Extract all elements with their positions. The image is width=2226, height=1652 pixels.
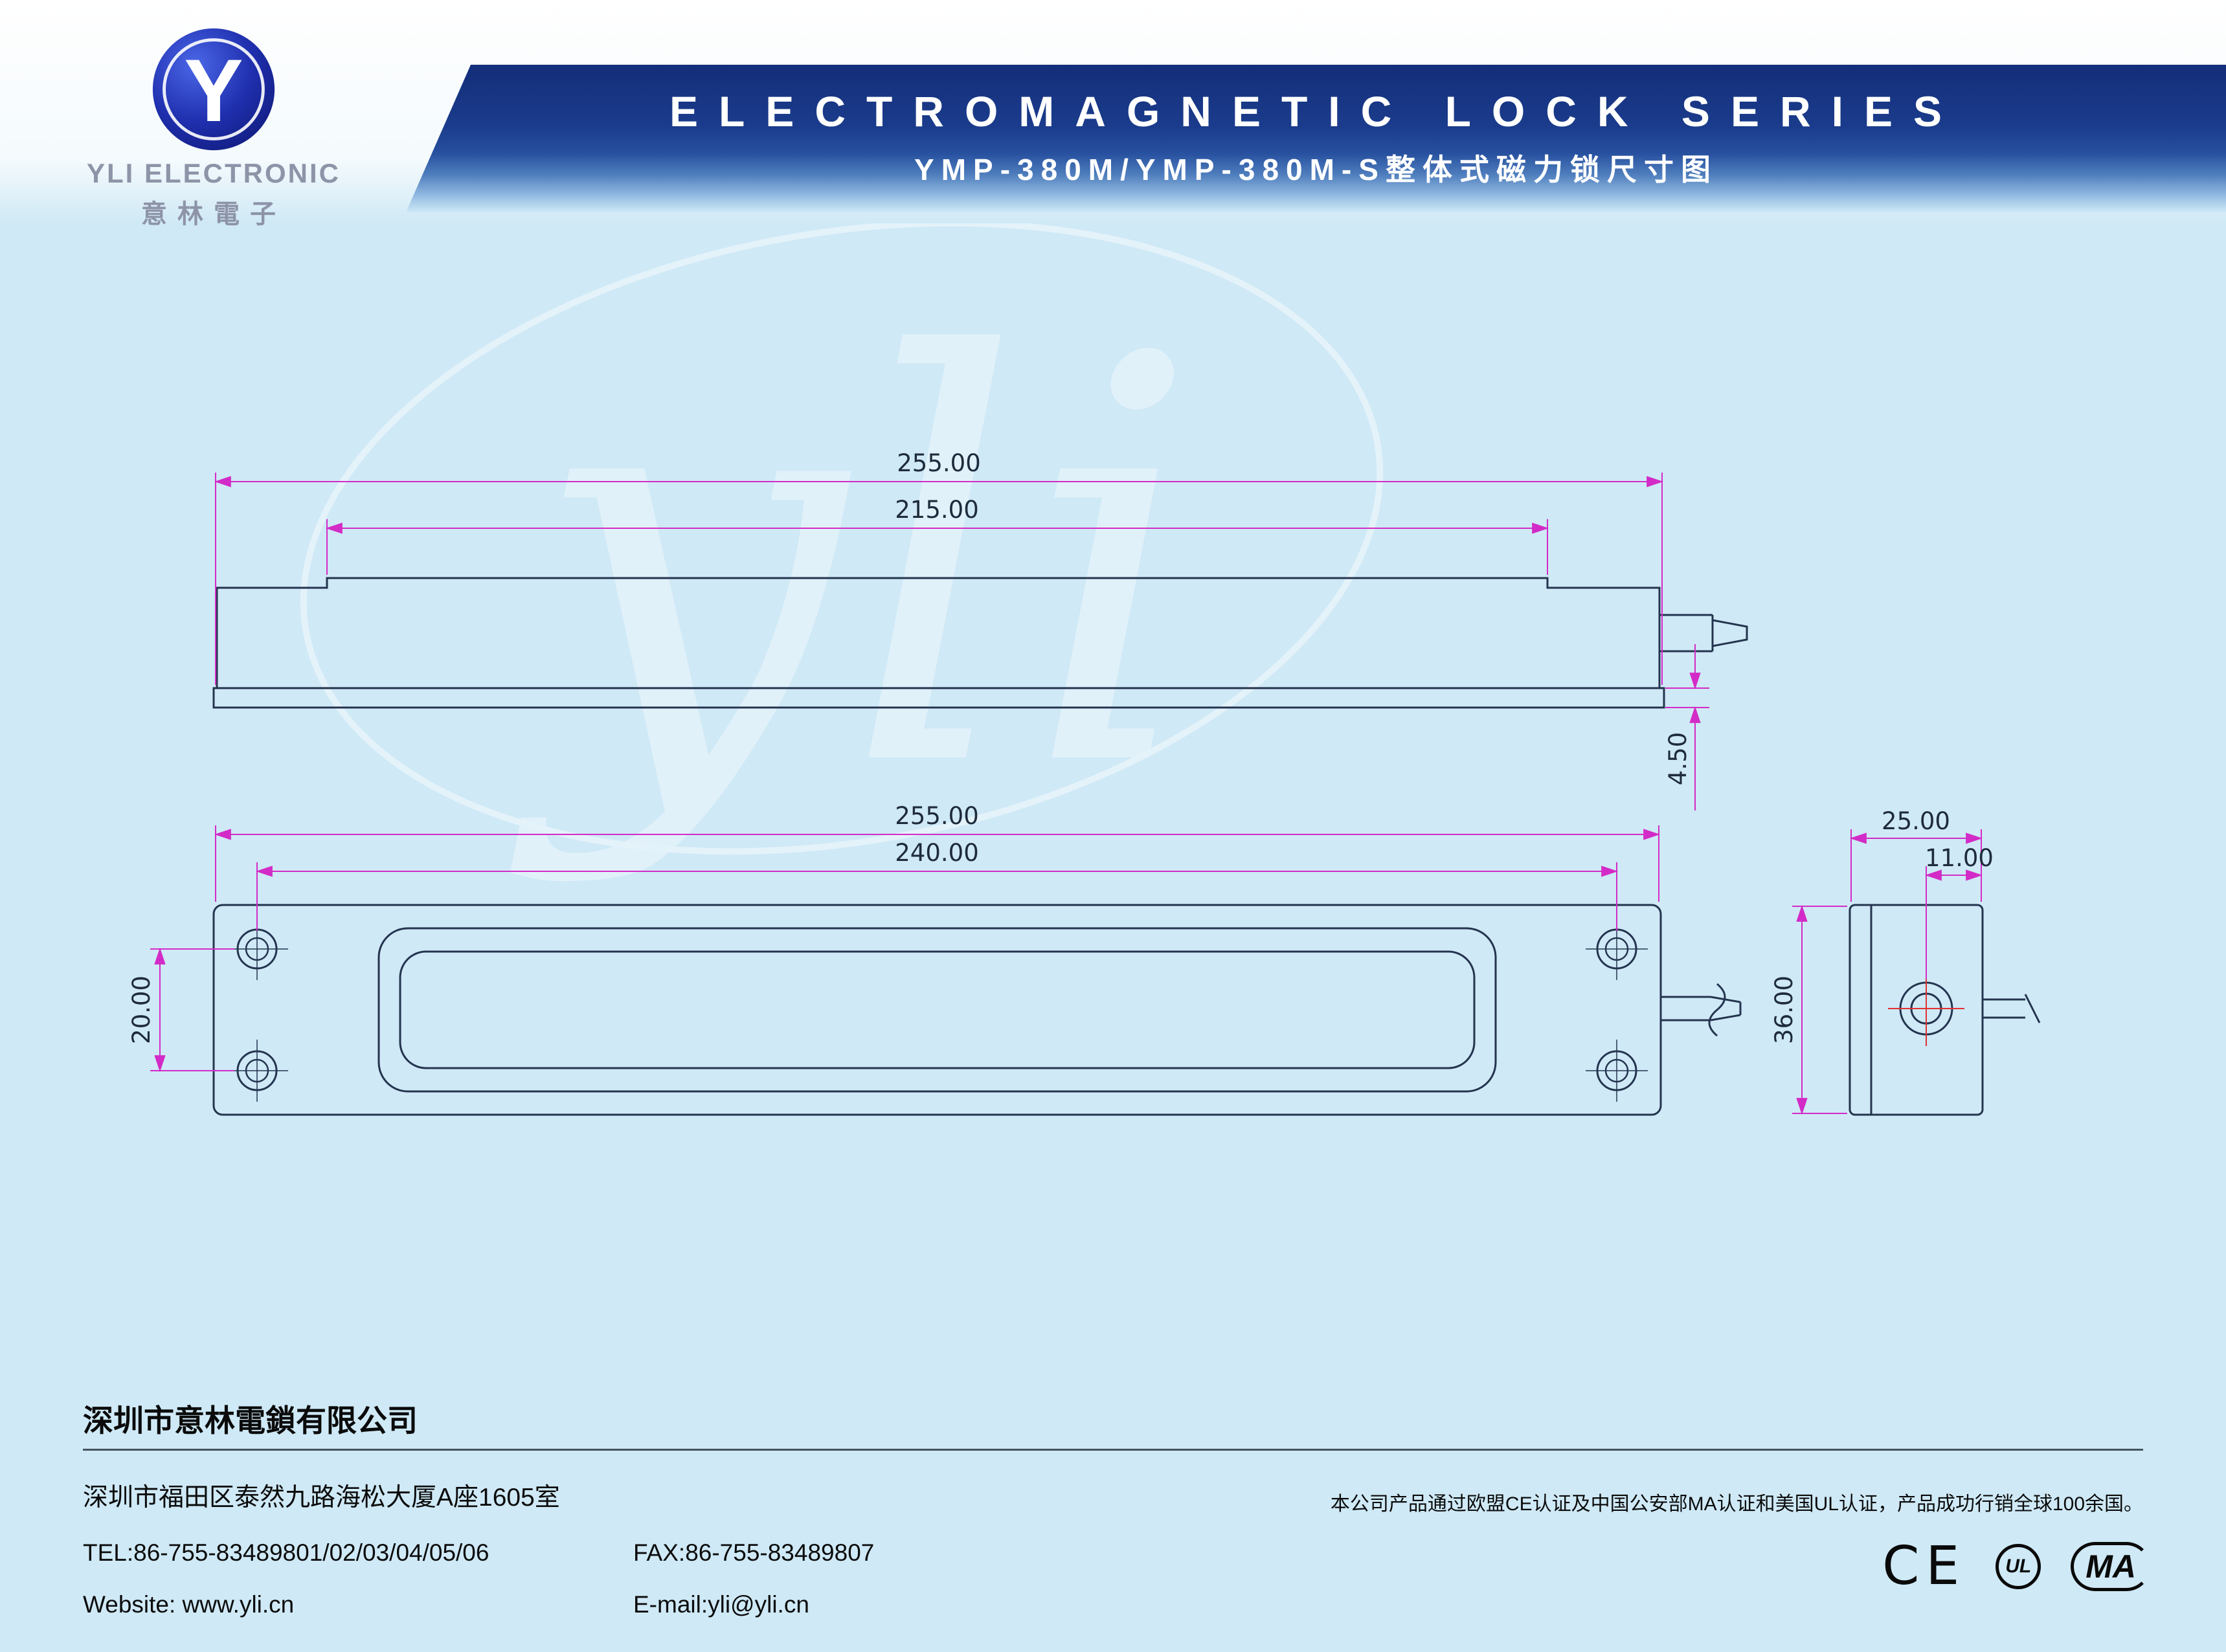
dim-top-overall: 255.00 (897, 449, 980, 477)
dim-hole-span: 240.00 (895, 839, 978, 867)
certification-note: 本公司产品通过欧盟CE认证及中国公安部MA认证和美国UL认证，产品成功行销全球1… (1330, 1493, 2143, 1515)
ce-mark-icon: CE (1882, 1535, 1966, 1597)
ul-mark-icon: UL (1996, 1543, 2041, 1589)
dim-hole-gap: 20.00 (128, 976, 155, 1044)
company-logo: Y YLI ELECTRONIC 意林電子 (78, 26, 350, 230)
yli-watermark: yli (300, 219, 1384, 889)
dimension-lines (150, 473, 1983, 1115)
lock-face-outline (212, 904, 1662, 1116)
dim-front-overall: 255.00 (895, 802, 978, 830)
dim-end-width: 25.00 (1882, 807, 1950, 835)
magnet-slot-outer (377, 927, 1497, 1093)
dim-plate-thickness: 4.50 (1664, 732, 1692, 785)
certification-marks: CE UL MA (1882, 1535, 2151, 1597)
logo-circle (152, 28, 275, 151)
fax-number: FAX:86-755-83489807 (633, 1539, 875, 1566)
title-banner: ELECTROMAGNETIC LOCK SERIES YMP-380M/YMP… (406, 65, 2226, 212)
header: Y YLI ELECTRONIC 意林電子 ELECTROMAGNETIC LO… (0, 0, 2226, 229)
company-address: 深圳市福田区泰然九路海松大厦A座1605室 (83, 1484, 560, 1512)
series-title: ELECTROMAGNETIC LOCK SERIES (669, 87, 1963, 135)
watermark-text: yli (505, 241, 1202, 889)
model-subtitle: YMP-380M/YMP-380M-S整体式磁力锁尺寸图 (914, 153, 1718, 186)
base-plate (212, 687, 1665, 709)
cable-end-view (1983, 994, 2041, 1023)
brand-name: YLI ELECTRONIC (86, 158, 341, 188)
end-outline (1849, 904, 1984, 1116)
top-view (212, 577, 1748, 709)
email-link: E-mail:yli@yli.cn (633, 1591, 809, 1618)
mounting-holes (226, 918, 1648, 1102)
ma-mark-icon: MA (2071, 1541, 2151, 1591)
magnet-slot-inner (399, 950, 1476, 1069)
end-view (1849, 904, 2041, 1116)
dim-end-height: 36.00 (1770, 976, 1798, 1044)
cable-front-view (1661, 983, 1742, 1037)
dim-cable-offset: 11.00 (1925, 844, 1994, 872)
logo-ring (163, 38, 265, 140)
website-link: Website: www.yli.cn (83, 1591, 295, 1618)
footer-divider (83, 1449, 2143, 1451)
logo-monogram: Y (184, 41, 243, 140)
telephone: TEL:86-755-83489801/02/03/04/05/06 (83, 1539, 489, 1566)
brand-name-cn: 意林電子 (141, 200, 286, 229)
end-view-centerlines (1888, 971, 1964, 1046)
cable-top-view (1659, 614, 1748, 653)
dim-top-body: 215.00 (895, 496, 978, 524)
ul-mark-label: UL (2005, 1555, 2032, 1577)
dimension-labels: 255.00 215.00 4.50 255.00 240.00 20.00 2… (128, 449, 1994, 1044)
lock-body-profile (216, 577, 1661, 688)
mounting-hole (1586, 1040, 1648, 1102)
yli-logo-icon: Y (152, 28, 275, 151)
mounting-hole (226, 1040, 288, 1102)
company-name: 深圳市意林電鎖有限公司 (83, 1403, 418, 1438)
front-view (212, 904, 1742, 1116)
